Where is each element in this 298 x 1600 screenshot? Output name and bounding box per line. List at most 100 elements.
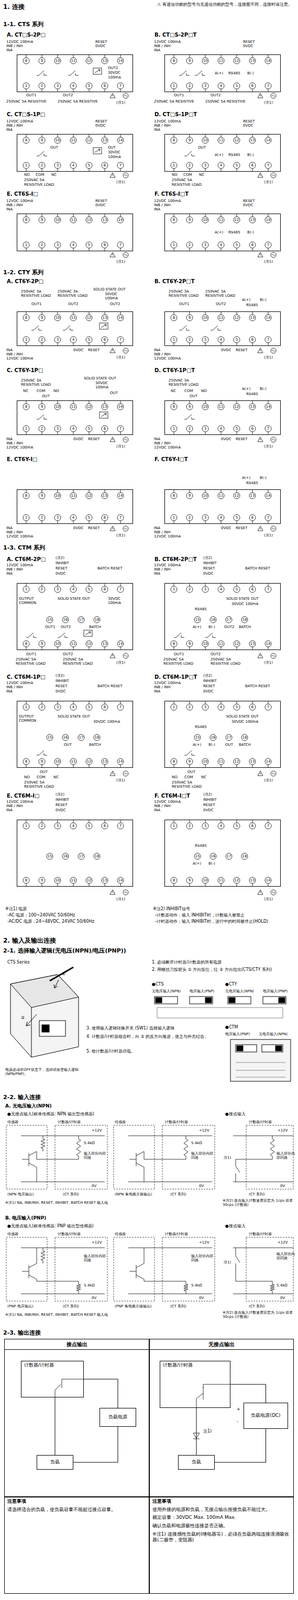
label-text: NC — [53, 775, 59, 780]
label-text: RESET — [203, 684, 215, 689]
label-text: COM — [36, 775, 46, 780]
label-text: 250VAC 3A — [20, 378, 42, 383]
wire-stroke — [144, 1160, 186, 1161]
label-text: 100mA — [107, 601, 121, 606]
label-text: INHIBIT — [203, 798, 217, 803]
label-text: (注1) — [263, 444, 273, 449]
terminal-number: 14 — [263, 759, 273, 765]
label-text: INB / INH — [6, 123, 23, 128]
label-text: RS485 — [228, 152, 241, 158]
label-text: INB / INH — [153, 567, 171, 572]
label-text: RESISTIVE LOAD — [24, 785, 54, 790]
terminal-number: 2 — [184, 823, 195, 830]
cell-text: 无接点输出 — [149, 1340, 294, 1351]
resistor-symbol — [40, 1136, 46, 1153]
power-source-symbol — [271, 439, 275, 441]
label-text: INA — [6, 689, 13, 694]
label-text: 5.4kΩ — [276, 1284, 288, 1289]
terminal-number: 4 — [68, 162, 79, 169]
wire-stroke — [128, 1294, 213, 1296]
label-text: (注1) — [263, 533, 273, 538]
counter-housing: A. CT6M-2P□ — [16, 583, 134, 651]
terminal-number: 9 — [184, 404, 195, 410]
warning-symbol — [109, 172, 116, 178]
label-text: RS485 — [246, 303, 259, 308]
counter-outline — [246, 1238, 294, 1302]
wire-stroke — [20, 1248, 105, 1250]
power-source-symbol — [124, 773, 128, 776]
terminal-number: 14 — [263, 315, 273, 321]
terminal-number: 6 — [100, 83, 110, 89]
terminal-number: 13 — [100, 493, 110, 499]
terminal-number: 13 — [247, 217, 258, 223]
terminal-number: 6 — [247, 337, 258, 343]
terminal-number: 4 — [216, 83, 226, 89]
terminal-number: 2 — [37, 704, 47, 711]
terminal-number: 6 — [247, 162, 258, 169]
label-text: -AC/DC 电源：24~48VDC, 24VAC 50/60Hz — [7, 919, 95, 925]
label-text: SOLID STATE OUT — [93, 287, 126, 292]
terminal-number: 5 — [84, 704, 94, 711]
counter-housing: C. CT6M-1P□ — [16, 701, 134, 769]
label-text: NO — [171, 172, 178, 178]
counter-housing: F. CT6M-I□T — [164, 820, 281, 888]
terminal-number: 3 — [52, 704, 63, 711]
label-text: 注1) — [203, 1429, 212, 1436]
terminal-number: 8 — [169, 217, 179, 223]
label-text: A(+) — [192, 743, 202, 748]
label-text: OUT — [197, 145, 206, 150]
label-text: -AC 电源：100~240VAC 50/60Hz — [7, 913, 75, 919]
terminal-number: 12 — [232, 878, 242, 884]
terminal-number: 18 — [239, 735, 250, 741]
wire-stroke — [260, 174, 261, 176]
model-heading: E. CT6Y-I□ — [6, 456, 38, 463]
solid-state-symbol — [99, 412, 108, 419]
label-text: INA — [6, 526, 13, 531]
wire-stroke — [233, 1294, 294, 1296]
circuit-box: 负载电源 — [99, 1408, 137, 1428]
label-text: OUT1 — [31, 302, 42, 307]
label-text: 0V — [280, 1184, 285, 1189]
label-text: A(+) — [214, 71, 224, 76]
label-text: 250VAC 3A — [168, 378, 190, 383]
terminal-number: 4 — [68, 704, 79, 711]
terminal-number: 4 — [216, 337, 226, 343]
label-text: ① — [61, 972, 66, 978]
wire-stroke — [112, 174, 114, 176]
terminal-number: 6 — [100, 426, 110, 432]
terminal-number: 5 — [232, 704, 242, 711]
wire-stroke — [36, 1248, 38, 1283]
terminal-number: 6 — [247, 704, 258, 711]
label-text: OUT — [41, 394, 50, 399]
label-text: 0VDC — [203, 571, 214, 577]
label-text: B(-) — [247, 71, 255, 76]
label-text: B(-) — [208, 743, 216, 748]
terminal-number: 7 — [115, 162, 126, 169]
terminal-number: 4 — [216, 587, 226, 593]
terminal-number: 15 — [192, 617, 203, 623]
solid-state-symbol — [93, 147, 102, 154]
warning-symbol — [257, 437, 263, 443]
label-text: NO — [53, 389, 60, 394]
label-text: RESET — [235, 348, 248, 353]
terminal-number: 1 — [21, 242, 31, 248]
label-text: A(+) — [241, 387, 251, 392]
label-text: RESET — [235, 437, 248, 442]
label-text: ●CTM — [225, 1025, 238, 1031]
label-text: 0VDC — [55, 808, 66, 813]
model-heading: B. CT6Y-2P□T — [154, 278, 195, 285]
warning-symbol — [257, 771, 263, 777]
label-text: ●接点输入 — [225, 1224, 246, 1230]
terminal-number: 3 — [200, 704, 211, 711]
label-text: RESET — [87, 437, 100, 442]
terminal-number: 5 — [84, 426, 94, 432]
relay-contact — [36, 414, 48, 420]
terminal-number: 2 — [37, 337, 47, 343]
power-source-symbol — [123, 348, 129, 354]
label-text: (注1) — [263, 660, 273, 666]
terminal-number: 2 — [184, 426, 195, 432]
sensor-outline — [6, 1238, 48, 1302]
power-source-symbol — [123, 93, 129, 99]
terminal-number: 13 — [100, 759, 110, 765]
label-text: NO — [24, 172, 30, 178]
